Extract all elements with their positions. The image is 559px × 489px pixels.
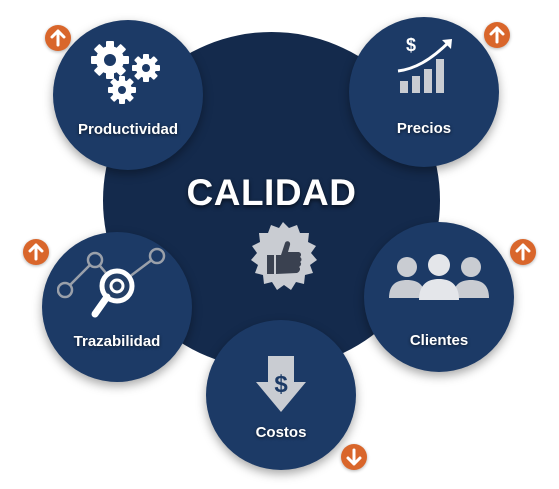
node-costos-label: Costos: [255, 424, 307, 441]
svg-text:$: $: [406, 35, 416, 55]
dollar-down-arrow-icon: $: [256, 356, 306, 412]
dollar-growth-chart-icon: $: [397, 35, 452, 93]
node-costos: $ Costos: [206, 320, 356, 470]
svg-text:$: $: [274, 371, 288, 398]
node-trazabilidad-label: Trazabilidad: [73, 333, 161, 350]
network-magnifier-icon: [57, 247, 166, 318]
node-trazabilidad: Trazabilidad: [42, 232, 192, 382]
thumbs-up-badge-icon: [251, 222, 317, 290]
people-group-icon: [389, 254, 489, 300]
node-productividad-label: Productividad: [77, 121, 178, 138]
node-clientes-label: Clientes: [409, 332, 469, 349]
trend-up-icon: [484, 22, 510, 48]
trend-up-icon: [23, 239, 49, 265]
trend-up-icon: [45, 25, 71, 51]
node-clientes: Clientes: [364, 222, 514, 372]
node-productividad: Productividad: [53, 20, 203, 170]
node-precios: $ Precios: [349, 17, 499, 167]
trend-down-icon: [341, 444, 367, 470]
gears-icon: [91, 41, 160, 104]
center-title: CALIDAD: [186, 172, 357, 213]
trend-up-icon: [510, 239, 536, 265]
node-precios-label: Precios: [396, 120, 452, 137]
